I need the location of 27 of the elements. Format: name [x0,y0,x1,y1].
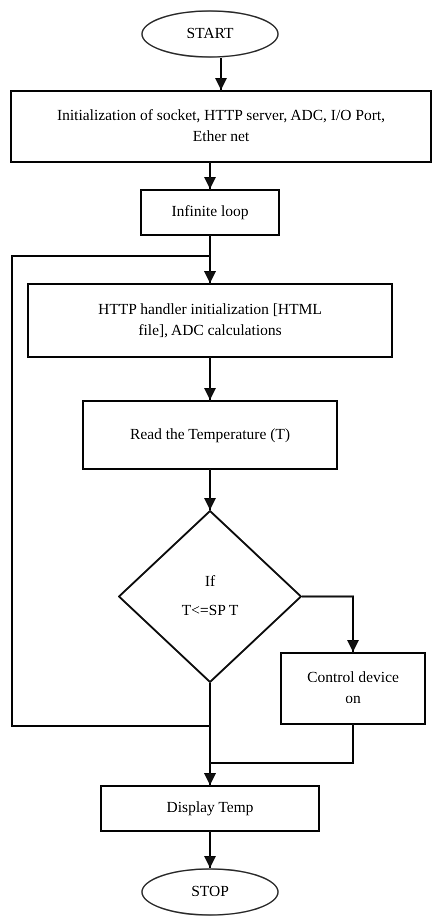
step-label: Display Temp [166,798,254,818]
step-label: Control device on [306,668,400,708]
process-box [10,90,432,163]
step-label: Initialization of socket, HTTP server, ADC, I/O Port, Ether net [56,106,386,146]
step-label: Infinite loop [170,202,250,222]
arrow [302,596,359,652]
decision-diamond [118,510,302,683]
arrow [11,255,216,727]
arrow [215,58,227,90]
step-label: START [186,24,234,44]
arrow [204,725,354,785]
step-label: Read the Temperature (T) [128,424,291,445]
process-box [280,652,426,725]
process-box [100,785,320,832]
arrow [204,470,216,510]
process-box [27,283,393,358]
process-box [140,189,280,236]
step-label: STOP [190,882,230,902]
condition-text: T<=SP T [180,600,240,620]
arrow [204,163,216,189]
terminal-oval [141,10,279,58]
arrow [204,832,216,868]
step-label: HTTP handler initialization [HTML file], ADC calculations [97,300,323,340]
condition-text: If [204,572,216,592]
terminal-oval [141,868,279,916]
arrow [204,358,216,400]
process-box [82,400,338,470]
